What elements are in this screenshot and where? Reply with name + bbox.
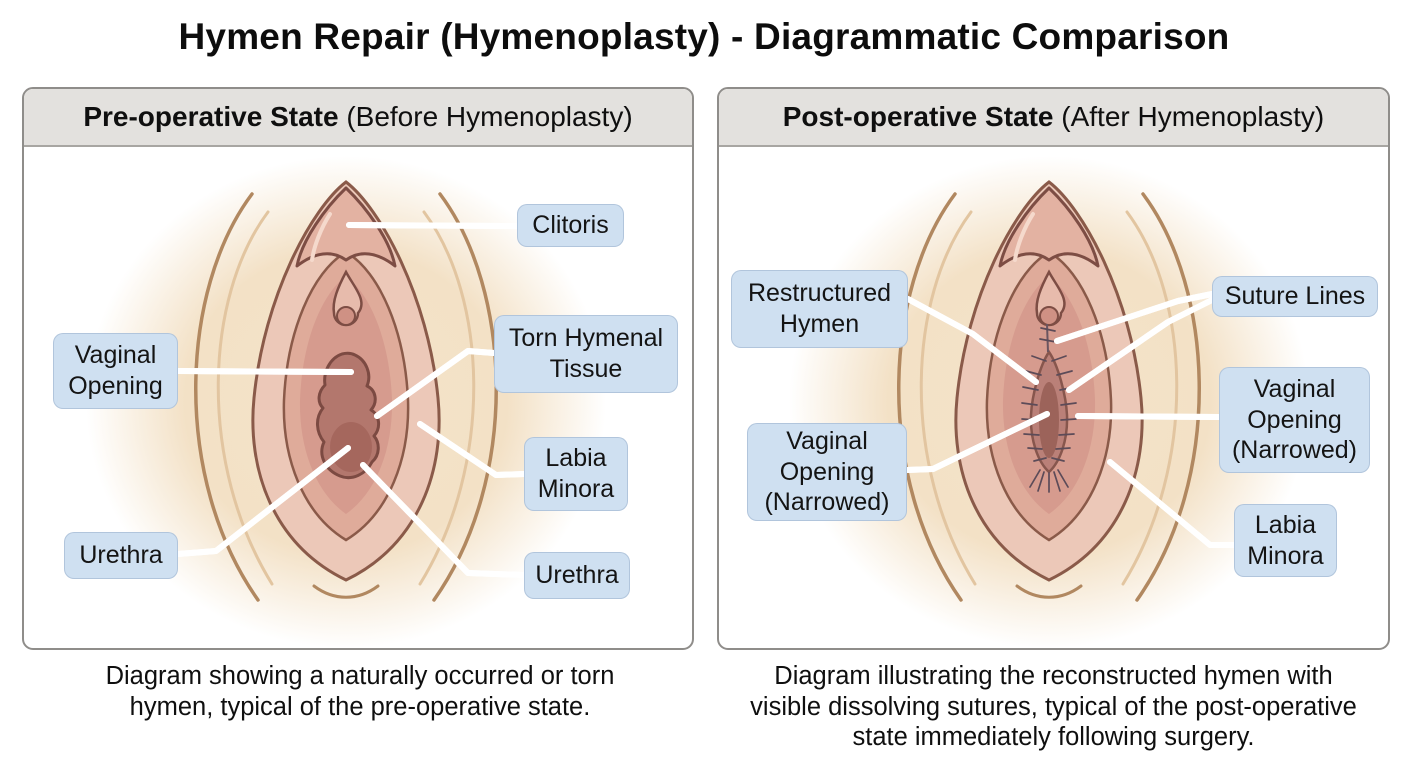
- page-title: Hymen Repair (Hymenoplasty) - Diagrammat…: [178, 16, 1230, 57]
- pre-header-subtitle: (Before Hymenoplasty): [338, 101, 633, 132]
- label-restructured-hymen: Restructured Hymen: [731, 270, 908, 348]
- label-vaginal-opening: Vaginal Opening: [53, 333, 178, 409]
- label-clitoris: Clitoris: [517, 204, 624, 247]
- label-urethra-right: Urethra: [524, 552, 630, 599]
- pre-operative-caption: Diagram showing a naturally occurred or …: [30, 661, 690, 722]
- label-urethra-left: Urethra: [64, 532, 178, 579]
- pre-header-bold: Pre-operative State: [83, 101, 339, 132]
- caption-line: visible dissolving sutures, typical of t…: [750, 692, 1357, 721]
- label-suture-lines: Suture Lines: [1212, 276, 1378, 317]
- label-labia-minora-post: Labia Minora: [1234, 504, 1337, 577]
- caption-line: Diagram illustrating the reconstructed h…: [774, 662, 1333, 690]
- caption-line: hymen, typical of the pre-operative stat…: [129, 692, 591, 721]
- post-header-subtitle: (After Hymenoplasty): [1053, 101, 1325, 132]
- label-vaginal-opening-narrowed-right: Vaginal Opening (Narrowed): [1219, 367, 1370, 473]
- label-vaginal-opening-narrowed-left: Vaginal Opening (Narrowed): [747, 423, 907, 521]
- caption-line: Diagram showing a naturally occurred or …: [105, 662, 615, 690]
- pre-operative-panel-header: Pre-operative State (Before Hymenoplasty…: [24, 89, 692, 147]
- caption-line: state immediately following surgery.: [852, 723, 1255, 752]
- label-torn-hymenal-tissue: Torn Hymenal Tissue: [494, 315, 678, 393]
- post-operative-panel-header: Post-operative State (After Hymenoplasty…: [719, 89, 1388, 147]
- post-operative-caption: Diagram illustrating the reconstructed h…: [705, 661, 1402, 753]
- post-header-bold: Post-operative State: [782, 101, 1054, 132]
- label-labia-minora-pre: Labia Minora: [524, 437, 628, 511]
